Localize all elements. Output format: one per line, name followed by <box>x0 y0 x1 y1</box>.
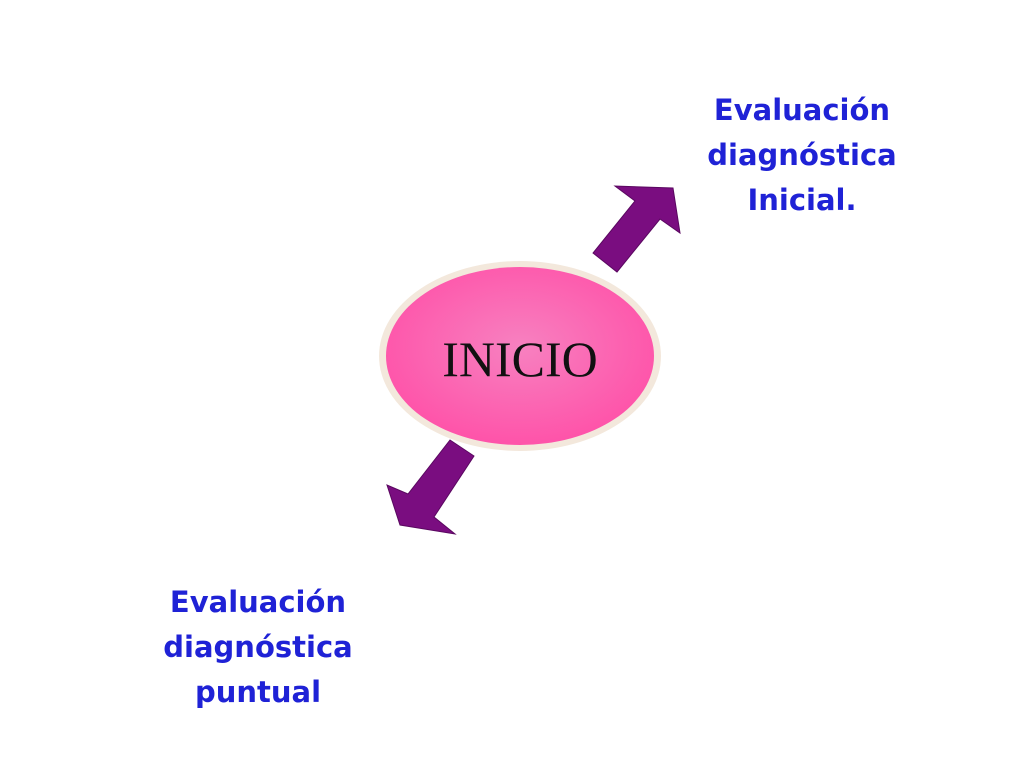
center-node-ellipse <box>386 267 654 445</box>
arrow-to-initial-evaluation <box>592 185 681 273</box>
punctual-evaluation-line: diagnóstica <box>163 630 353 664</box>
arrow-to-punctual-evaluation <box>386 439 475 535</box>
initial-evaluation-label: Evaluación diagnóstica Inicial. <box>672 88 932 223</box>
initial-evaluation-line: Inicial. <box>747 183 857 217</box>
punctual-evaluation-label: Evaluación diagnóstica puntual <box>128 580 388 715</box>
punctual-evaluation-line: puntual <box>194 675 322 709</box>
initial-evaluation-line: diagnóstica <box>707 138 897 172</box>
center-node-label: INICIO <box>442 331 598 387</box>
punctual-evaluation-line: Evaluación <box>169 585 347 619</box>
initial-evaluation-line: Evaluación <box>713 93 891 127</box>
